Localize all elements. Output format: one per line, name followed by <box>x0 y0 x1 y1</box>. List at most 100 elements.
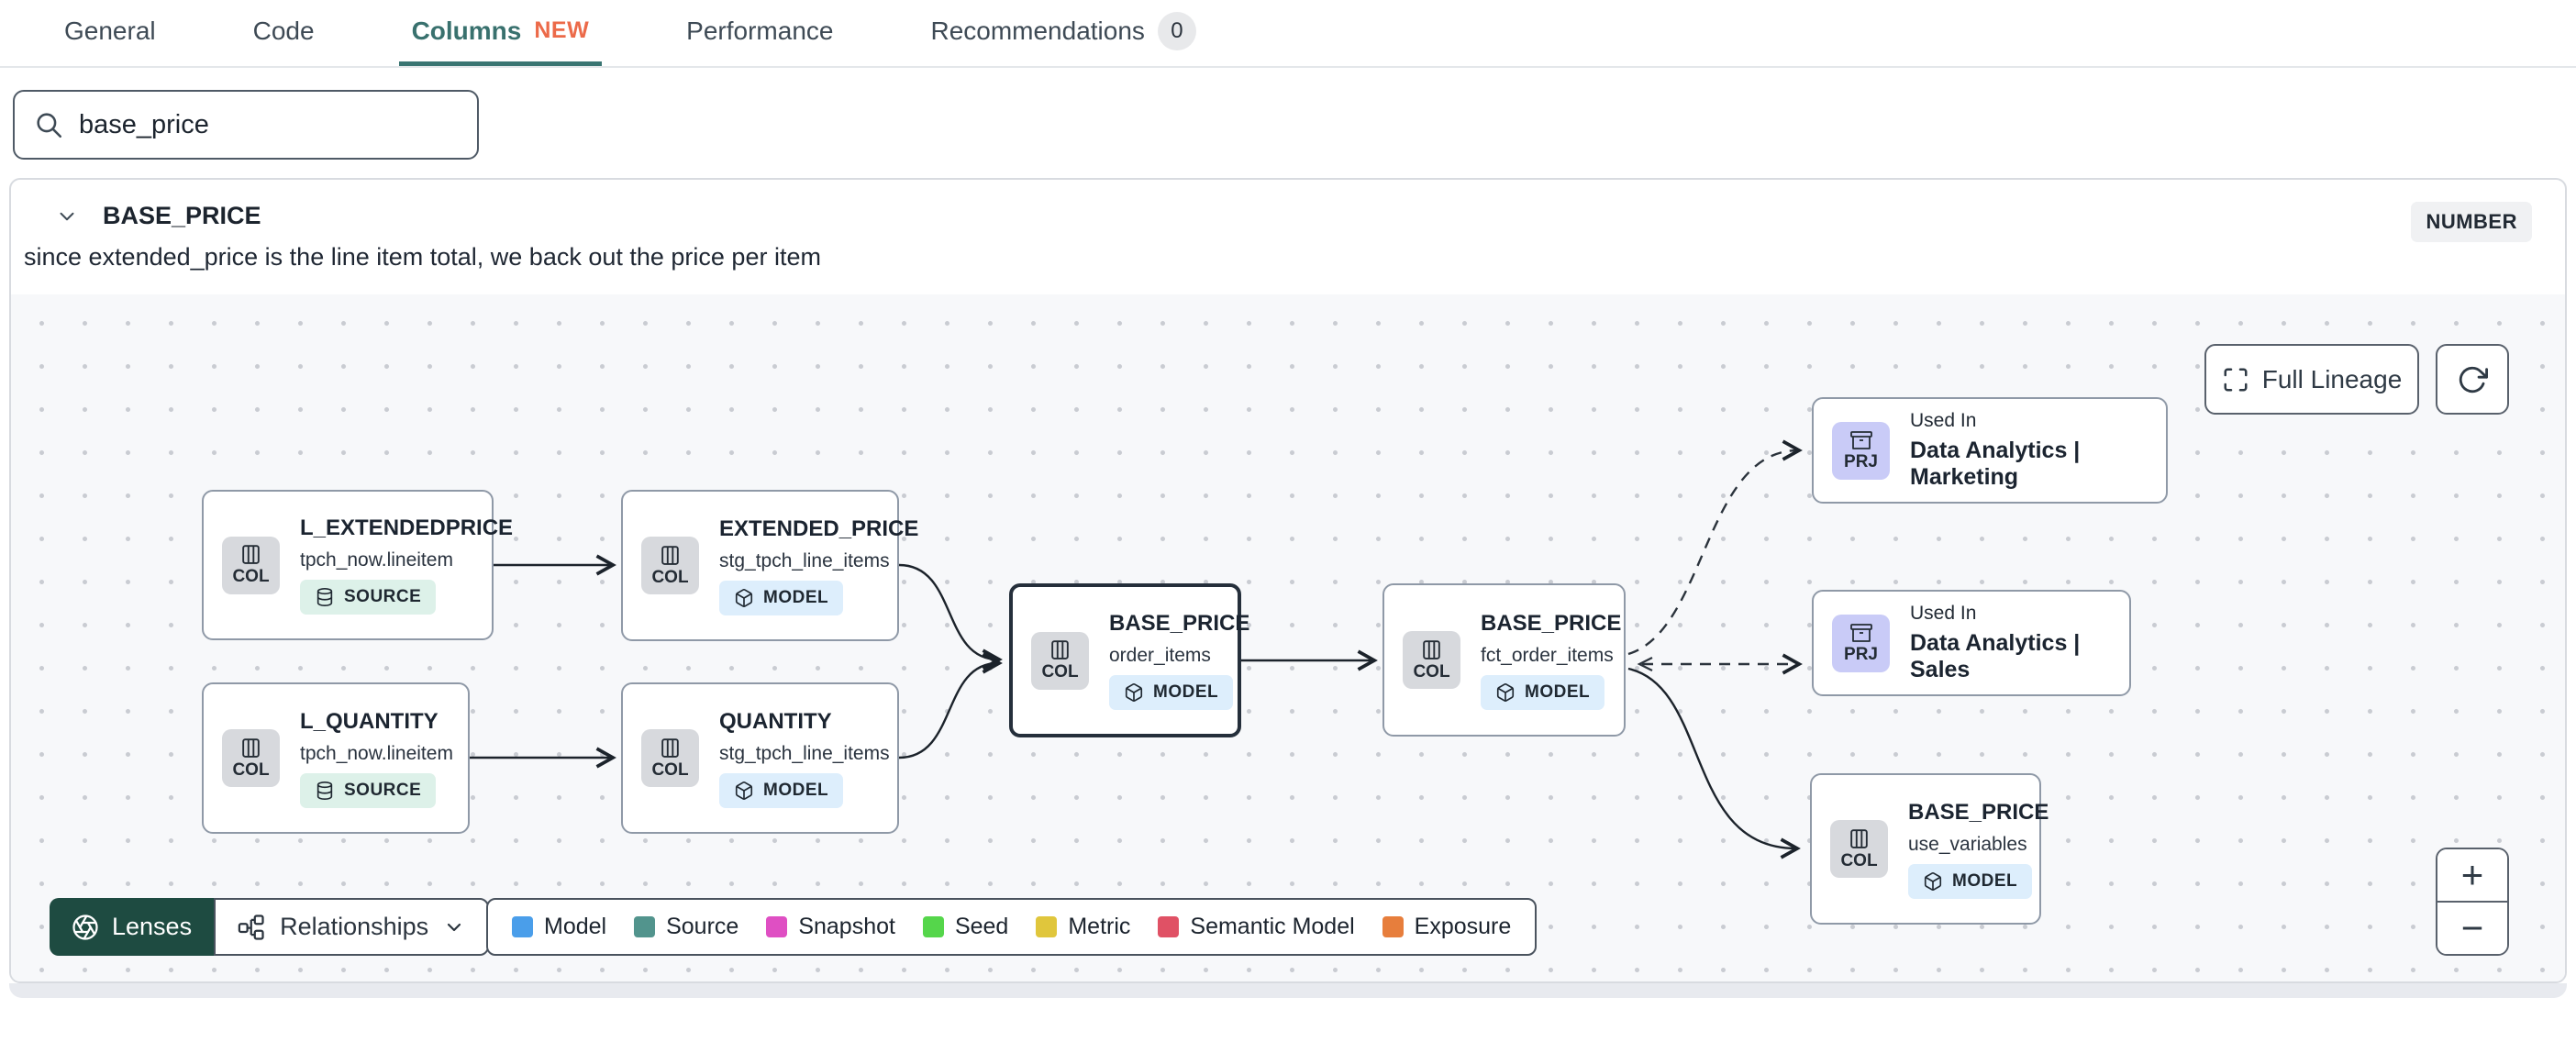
node-title: BASE_PRICE <box>1481 610 1622 636</box>
tab-bar: General Code Columns NEW Performance Rec… <box>0 0 2576 68</box>
tile-label: COL <box>651 759 689 780</box>
used-in-label: Used In <box>1910 603 1977 624</box>
tab-general[interactable]: General <box>51 0 169 66</box>
resource-type-badge: MODEL <box>1109 675 1234 710</box>
resource-type-badge: MODEL <box>1481 674 1605 710</box>
cube-icon <box>735 588 753 607</box>
node-l-quantity[interactable]: COL L_QUANTITY tpch_now.lineitem SOURCE <box>202 682 470 834</box>
legend-item-source: Source <box>634 914 738 940</box>
node-used-in-sales[interactable]: PRJ Used In Data Analytics | Sales <box>1812 590 2131 696</box>
legend-label: Model <box>544 914 607 939</box>
tab-label: Code <box>252 16 315 45</box>
tab-recommendations[interactable]: Recommendations 0 <box>917 0 1208 66</box>
full-lineage-label: Full Lineage <box>2261 364 2403 393</box>
node-title: BASE_PRICE <box>1908 799 2049 825</box>
zoom-in-button[interactable]: + <box>2437 849 2507 901</box>
node-used-in-marketing[interactable]: PRJ Used In Data Analytics | Marketing <box>1812 397 2168 504</box>
lineage-legend: Model Source Snapshot Seed Metric <box>486 898 1538 956</box>
project-stack-icon <box>1849 623 1872 642</box>
search-icon <box>37 113 62 139</box>
cube-icon <box>735 781 753 800</box>
resource-type-badge: MODEL <box>1908 863 2033 899</box>
legend-item-exposure: Exposure <box>1382 914 1512 940</box>
badge-label: MODEL <box>1525 682 1591 702</box>
column-panel-header: BASE_PRICE NUMBER since extended_price i… <box>11 180 2565 294</box>
horizontal-scrollbar[interactable] <box>9 983 2567 998</box>
columns-icon <box>1051 640 1069 660</box>
legend-item-seed: Seed <box>922 914 1008 940</box>
relationships-dropdown[interactable]: Relationships <box>214 898 490 956</box>
relationships-label: Relationships <box>280 913 429 940</box>
legend-swatch <box>512 916 533 937</box>
search-box[interactable] <box>13 90 479 160</box>
resource-type-badge: SOURCE <box>300 580 437 615</box>
exposure-name: Data Analytics | Sales <box>1910 630 2081 682</box>
tab-performance[interactable]: Performance <box>673 0 846 66</box>
node-base-price-fct-order-items[interactable]: COL BASE_PRICE fct_order_items MODEL <box>1382 583 1626 737</box>
project-stack-icon <box>1849 430 1872 449</box>
search-input[interactable] <box>79 109 459 140</box>
cube-icon <box>1125 683 1143 702</box>
legend-swatch <box>1158 916 1180 937</box>
tile-label: COL <box>232 567 270 586</box>
zoom-out-button[interactable]: − <box>2437 901 2507 954</box>
legend-swatch <box>766 916 788 937</box>
node-subtitle: fct_order_items <box>1481 644 1614 666</box>
columns-icon <box>661 545 679 565</box>
tab-columns[interactable]: Columns NEW <box>398 0 603 66</box>
tile-label: COL <box>1413 661 1450 682</box>
node-subtitle: use_variables <box>1908 833 2027 855</box>
zoom-control: + − <box>2436 848 2509 956</box>
lenses-button[interactable]: Lenses <box>50 898 215 956</box>
node-subtitle: order_items <box>1109 645 1211 666</box>
node-base-price-order-items[interactable]: COL BASE_PRICE order_items MODEL <box>1009 583 1249 737</box>
column-tile: COL <box>222 729 280 787</box>
badge-label: SOURCE <box>344 587 422 606</box>
resource-type-badge: MODEL <box>719 772 844 808</box>
legend-label: Semantic Model <box>1190 914 1355 939</box>
legend-label: Exposure <box>1414 914 1512 939</box>
node-base-price-use-variables[interactable]: COL BASE_PRICE use_variables MODEL <box>1810 773 2049 925</box>
cube-icon <box>1496 682 1515 702</box>
column-tile: COL <box>641 537 699 594</box>
node-quantity[interactable]: COL QUANTITY stg_tpch_line_items MODEL <box>621 682 899 834</box>
legend-swatch <box>1036 916 1058 937</box>
database-icon <box>316 781 333 800</box>
edge-quantity-baseprice <box>898 652 1003 759</box>
node-title: L_QUANTITY <box>300 708 439 734</box>
columns-icon <box>661 737 679 758</box>
legend-item-semantic-model: Semantic Model <box>1158 914 1355 940</box>
node-subtitle: tpch_now.lineitem <box>300 742 453 764</box>
tile-label: PRJ <box>1844 451 1878 471</box>
node-subtitle: stg_tpch_line_items <box>719 742 890 764</box>
chevron-down-icon <box>448 923 461 931</box>
edge-fct-marketing-dashed <box>1627 439 1803 656</box>
new-badge: NEW <box>534 17 590 43</box>
exposure-name: Data Analytics | Marketing <box>1910 438 2081 490</box>
aperture-icon <box>72 914 98 940</box>
column-tile: COL <box>222 536 280 594</box>
full-lineage-button[interactable]: Full Lineage <box>2204 344 2419 415</box>
badge-label: MODEL <box>1153 682 1219 702</box>
columns-icon <box>242 545 260 564</box>
column-panel: BASE_PRICE NUMBER since extended_price i… <box>9 178 2567 983</box>
tab-code[interactable]: Code <box>240 0 328 66</box>
legend-item-metric: Metric <box>1036 914 1130 940</box>
column-tile: COL <box>1403 631 1460 689</box>
legend-label: Metric <box>1068 914 1131 939</box>
relationships-icon <box>238 914 264 940</box>
legend-swatch <box>922 916 944 937</box>
tile-label: COL <box>1840 850 1878 870</box>
node-extended-price[interactable]: COL EXTENDED_PRICE stg_tpch_line_items M… <box>621 490 918 641</box>
badge-label: MODEL <box>763 780 829 800</box>
tile-label: COL <box>1041 662 1079 682</box>
lens-controls: Lenses Relationships <box>50 898 490 956</box>
node-subtitle: stg_tpch_line_items <box>719 549 890 571</box>
database-icon <box>316 588 333 606</box>
tab-label: Columns <box>411 16 522 45</box>
refresh-button[interactable] <box>2436 344 2509 415</box>
chevron-down-icon[interactable] <box>55 205 79 228</box>
lineage-canvas[interactable]: COL L_EXTENDEDPRICE tpch_now.lineitem SO… <box>11 294 2565 981</box>
node-l-extendedprice[interactable]: COL L_EXTENDEDPRICE tpch_now.lineitem SO… <box>202 490 513 640</box>
